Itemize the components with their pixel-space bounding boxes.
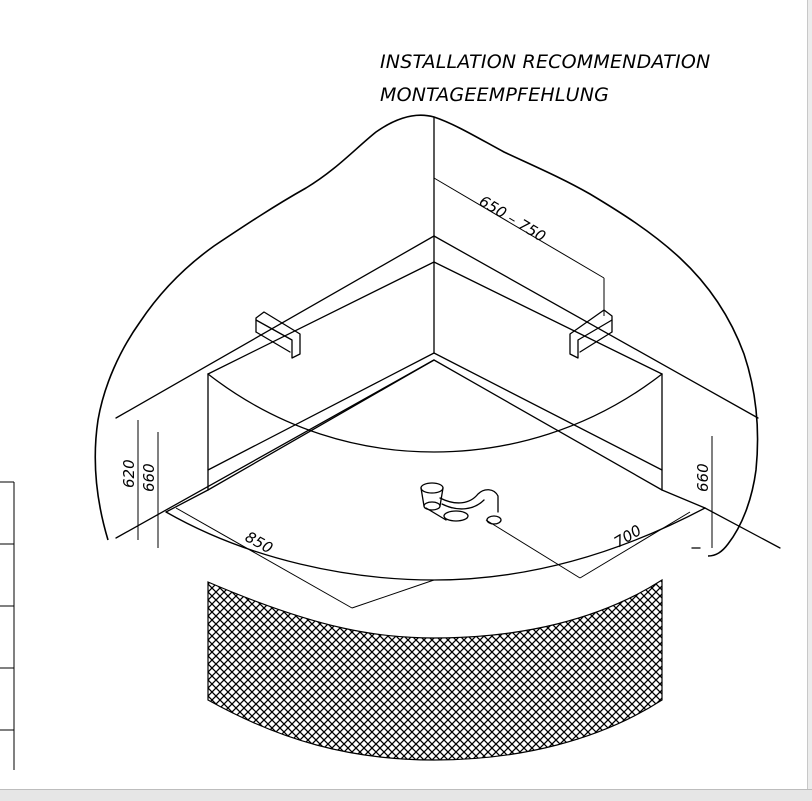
- rim-back-right: [433, 235, 759, 419]
- base-left-short: [165, 489, 209, 513]
- dim-ext-850: [351, 579, 435, 609]
- floor-right: [433, 352, 663, 471]
- floor-left: [207, 352, 435, 471]
- base-right-long: [704, 507, 781, 549]
- dim-right-660-label: 660: [694, 463, 712, 492]
- dim-line-faucet-spacing: [433, 177, 605, 279]
- left-faucet: [255, 311, 301, 359]
- dim-line-850: [175, 507, 353, 609]
- rim-back-left: [115, 235, 435, 419]
- rim-inner-right: [433, 261, 663, 375]
- dim-left-660-label: 660: [140, 463, 158, 492]
- right-faucet: [569, 309, 613, 359]
- rim-inner-left: [207, 261, 435, 375]
- wall-cloud-outline: [94, 114, 759, 557]
- base-inner-right: [433, 359, 663, 491]
- title-english: INSTALLATION RECOMMENDATION: [380, 51, 710, 73]
- base-inner-left: [207, 359, 435, 491]
- dim-line-700: [579, 511, 691, 579]
- drain-fitting: [420, 482, 502, 525]
- tub-front-curve-top: [207, 373, 663, 453]
- dim-faucet-spacing-label: 650 – 750: [476, 192, 549, 246]
- viewer-right-scroll-edge[interactable]: [807, 0, 812, 789]
- dim-ext-700: [485, 519, 581, 579]
- front-apron-panel: [207, 578, 663, 761]
- base-right-short: [661, 489, 706, 509]
- base-left-long: [115, 359, 435, 539]
- title-german: MONTAGEEMPFEHLUNG: [380, 84, 609, 106]
- dim-left-620-label: 620: [120, 459, 138, 488]
- left-table-fragment: [0, 481, 15, 770]
- viewer-page-boundary: [0, 789, 812, 801]
